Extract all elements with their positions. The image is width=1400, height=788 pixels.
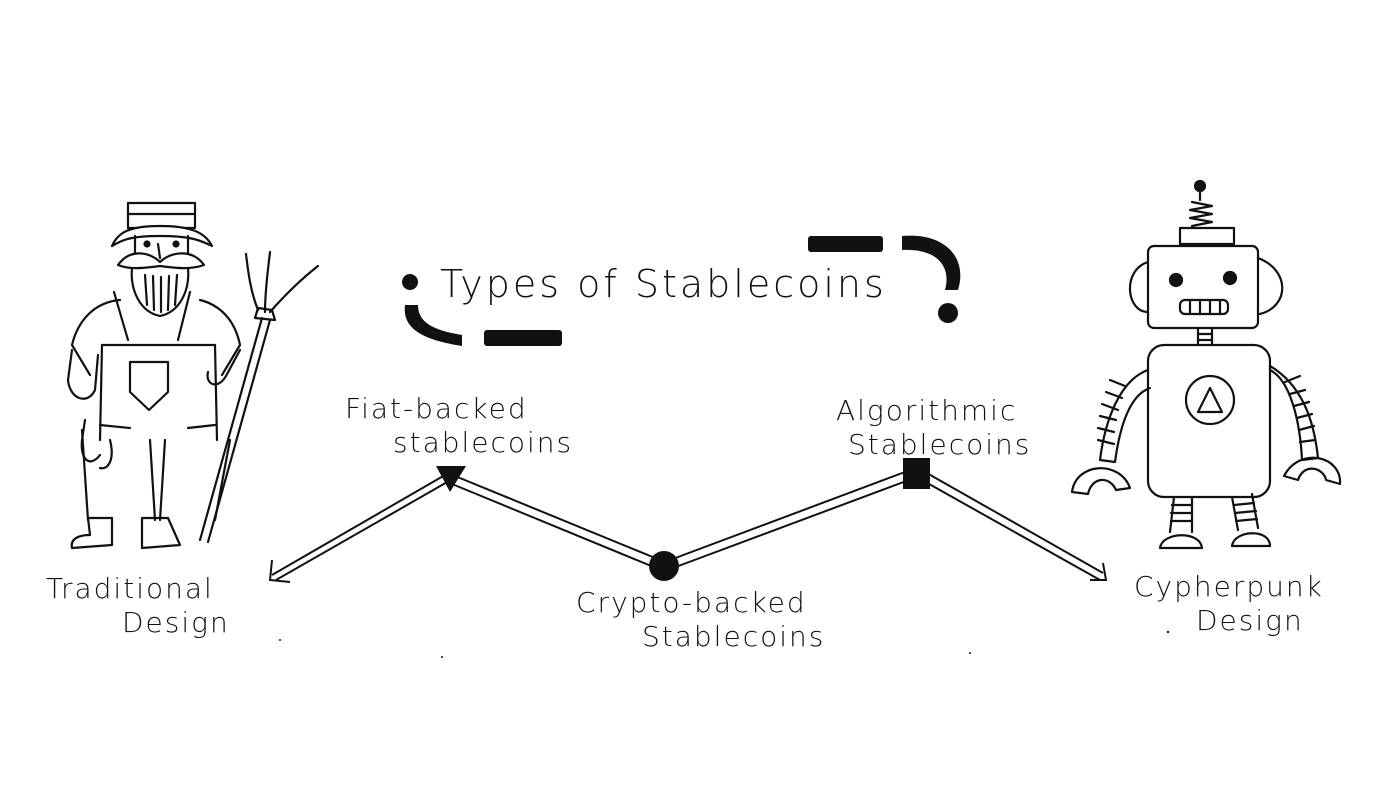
line-crypto-to-algo-b <box>672 479 910 569</box>
line-fiat-to-traditional-a <box>271 474 446 576</box>
traditional-label-line2: Design <box>122 605 230 639</box>
robot-illustration <box>1070 179 1342 550</box>
line-fiat-to-traditional-b <box>275 480 450 581</box>
circle-marker <box>649 551 679 581</box>
connector-lines <box>271 471 1104 581</box>
algorithmic-label: Algorithmic Stablecoins <box>836 394 1031 461</box>
crypto-label-line1: Crypto-backed <box>576 586 807 619</box>
cypherpunk-label-line2: Design <box>1196 603 1304 637</box>
diagram-title: Types of Stablecoins <box>440 262 887 306</box>
line-crypto-to-algo-a <box>669 471 906 561</box>
arrowheads <box>268 559 1108 583</box>
traditional-label-line1: Traditional <box>46 572 214 605</box>
crypto-backed-label: Crypto-backed Stablecoins <box>576 586 825 653</box>
line-fiat-to-crypto-a <box>454 475 661 561</box>
traditional-design-label: Traditional Design <box>46 572 230 639</box>
fiat-label-line1: Fiat-backed <box>345 392 528 425</box>
algo-label-line1: Algorithmic <box>836 394 1018 427</box>
fiat-label-line2: stablecoins <box>393 425 574 459</box>
cypherpunk-design-label: Cypherpunk Design <box>1134 570 1324 637</box>
algo-label-line2: Stablecoins <box>848 427 1032 461</box>
farmer-illustration <box>66 201 320 550</box>
fiat-backed-label: Fiat-backed stablecoins <box>345 392 573 459</box>
arrowhead-icon <box>268 559 291 583</box>
title-decoration <box>402 235 961 346</box>
triangle-marker <box>436 466 466 492</box>
square-marker <box>903 458 930 489</box>
line-algo-to-cypherpunk-b <box>921 479 1101 581</box>
line-fiat-to-crypto-b <box>451 483 657 569</box>
arrowhead-icon <box>1090 562 1108 581</box>
crypto-label-line2: Stablecoins <box>642 619 826 653</box>
cypherpunk-label-line1: Cypherpunk <box>1134 570 1324 603</box>
line-algo-to-cypherpunk-a <box>924 471 1104 574</box>
paper-specks <box>279 630 1170 658</box>
